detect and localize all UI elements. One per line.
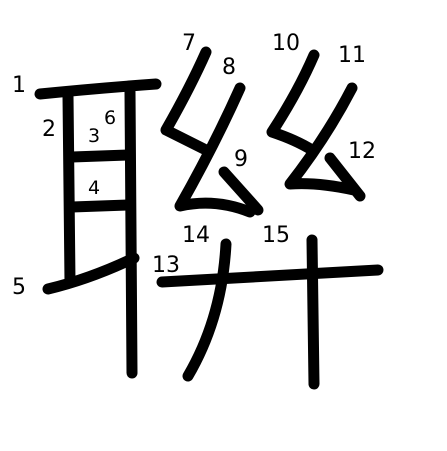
stroke-number-5: 5 bbox=[12, 275, 26, 300]
stroke-4 bbox=[66, 199, 134, 213]
character-strokes bbox=[34, 46, 384, 390]
stroke-10 bbox=[266, 49, 320, 156]
stroke-number-8: 8 bbox=[222, 55, 236, 80]
stroke-14 bbox=[182, 238, 232, 382]
stroke-number-14: 14 bbox=[182, 223, 210, 248]
stroke-number-1: 1 bbox=[12, 73, 26, 98]
stroke-number-4: 4 bbox=[88, 177, 100, 199]
stroke-13 bbox=[156, 264, 384, 288]
stroke-2 bbox=[62, 90, 76, 288]
stroke-number-7: 7 bbox=[182, 31, 196, 56]
stroke-11 bbox=[284, 82, 360, 196]
stroke-8 bbox=[174, 82, 256, 218]
stroke-7 bbox=[160, 46, 212, 156]
stroke-9 bbox=[218, 166, 264, 216]
stroke-number-13: 13 bbox=[152, 253, 180, 278]
stroke-number-9: 9 bbox=[234, 147, 248, 172]
stroke-5 bbox=[42, 252, 140, 295]
stroke-15 bbox=[306, 234, 320, 390]
stroke-number-12: 12 bbox=[348, 139, 376, 164]
stroke-number-2: 2 bbox=[42, 117, 56, 142]
stroke-number-10: 10 bbox=[272, 31, 300, 56]
stroke-12 bbox=[324, 152, 366, 202]
stroke-number-11: 11 bbox=[338, 43, 366, 68]
stroke-6 bbox=[124, 86, 138, 379]
stroke-number-15: 15 bbox=[262, 223, 290, 248]
stroke-number-6: 6 bbox=[104, 107, 116, 129]
stroke-3 bbox=[66, 149, 134, 163]
stroke-number-labels: 1 2 3 4 5 6 7 8 9 10 11 12 13 14 15 bbox=[12, 31, 376, 300]
stroke-number-3: 3 bbox=[88, 125, 100, 147]
stroke-1 bbox=[34, 78, 162, 100]
